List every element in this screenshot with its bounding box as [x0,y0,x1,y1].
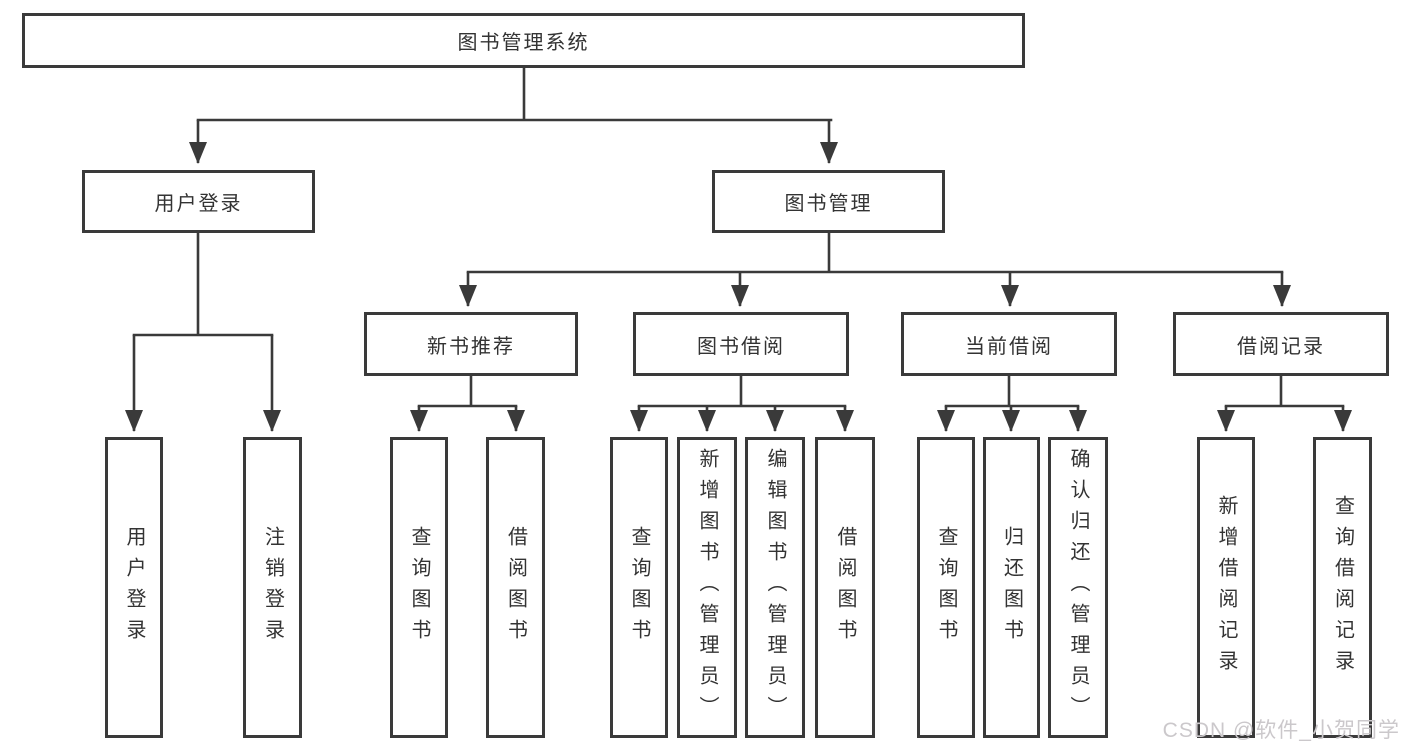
node-label: 图书管理 [784,193,873,215]
leaf-borrow-books-borrowing: 借阅图书 [815,437,875,738]
node-label: 借阅图书 [504,525,527,650]
node-label: 新增图书（管理员） [696,448,718,727]
leaf-user-login: 用户登录 [105,437,163,738]
node-new-book-recommendation: 新书推荐 [364,312,578,376]
node-library-management-system: 图书管理系统 [22,13,1025,68]
leaf-query-books-current: 查询图书 [917,437,975,738]
node-label: 归还图书 [1000,525,1023,650]
connector-lines [132,66,1345,408]
node-label: 当前借阅 [965,335,1053,358]
node-label: 查询图书 [408,525,430,650]
node-label: 图书借阅 [697,335,785,358]
node-label: 确认归还（管理员） [1067,448,1089,727]
connector-arrows [125,120,1352,432]
node-label: 查询图书 [628,525,650,650]
leaf-confirm-return-admin: 确认归还（管理员） [1048,437,1108,738]
csdn-watermark: CSDN @软件_小贺同学 [1162,719,1400,742]
leaf-query-books-recommend: 查询图书 [390,437,448,738]
leaf-add-books-admin: 新增图书（管理员） [677,437,737,738]
node-borrowing-records: 借阅记录 [1173,312,1389,376]
node-label: 新增借阅记录 [1215,494,1237,681]
node-label: 图书管理系统 [457,32,590,54]
leaf-logout: 注销登录 [243,437,302,738]
node-label: 新书推荐 [427,335,515,358]
leaf-query-borrow-record: 查询借阅记录 [1313,437,1372,738]
leaf-add-borrow-record: 新增借阅记录 [1197,437,1255,738]
node-label: 查询借阅记录 [1331,494,1354,681]
node-label: 编辑图书（管理员） [764,448,786,727]
leaf-borrow-books-recommend: 借阅图书 [486,437,545,738]
node-label: 用户登录 [154,193,243,215]
node-label: 借阅记录 [1237,335,1325,358]
leaf-edit-books-admin: 编辑图书（管理员） [745,437,805,738]
node-label: 查询图书 [935,525,957,650]
node-user-login: 用户登录 [82,170,315,233]
node-book-management: 图书管理 [712,170,945,233]
node-book-borrowing: 图书借阅 [633,312,849,376]
node-label: 用户登录 [123,525,145,650]
node-current-borrowing: 当前借阅 [901,312,1117,376]
leaf-query-books-borrowing: 查询图书 [610,437,668,738]
node-label: 借阅图书 [834,525,856,650]
node-label: 注销登录 [261,525,284,650]
leaf-return-books: 归还图书 [983,437,1040,738]
